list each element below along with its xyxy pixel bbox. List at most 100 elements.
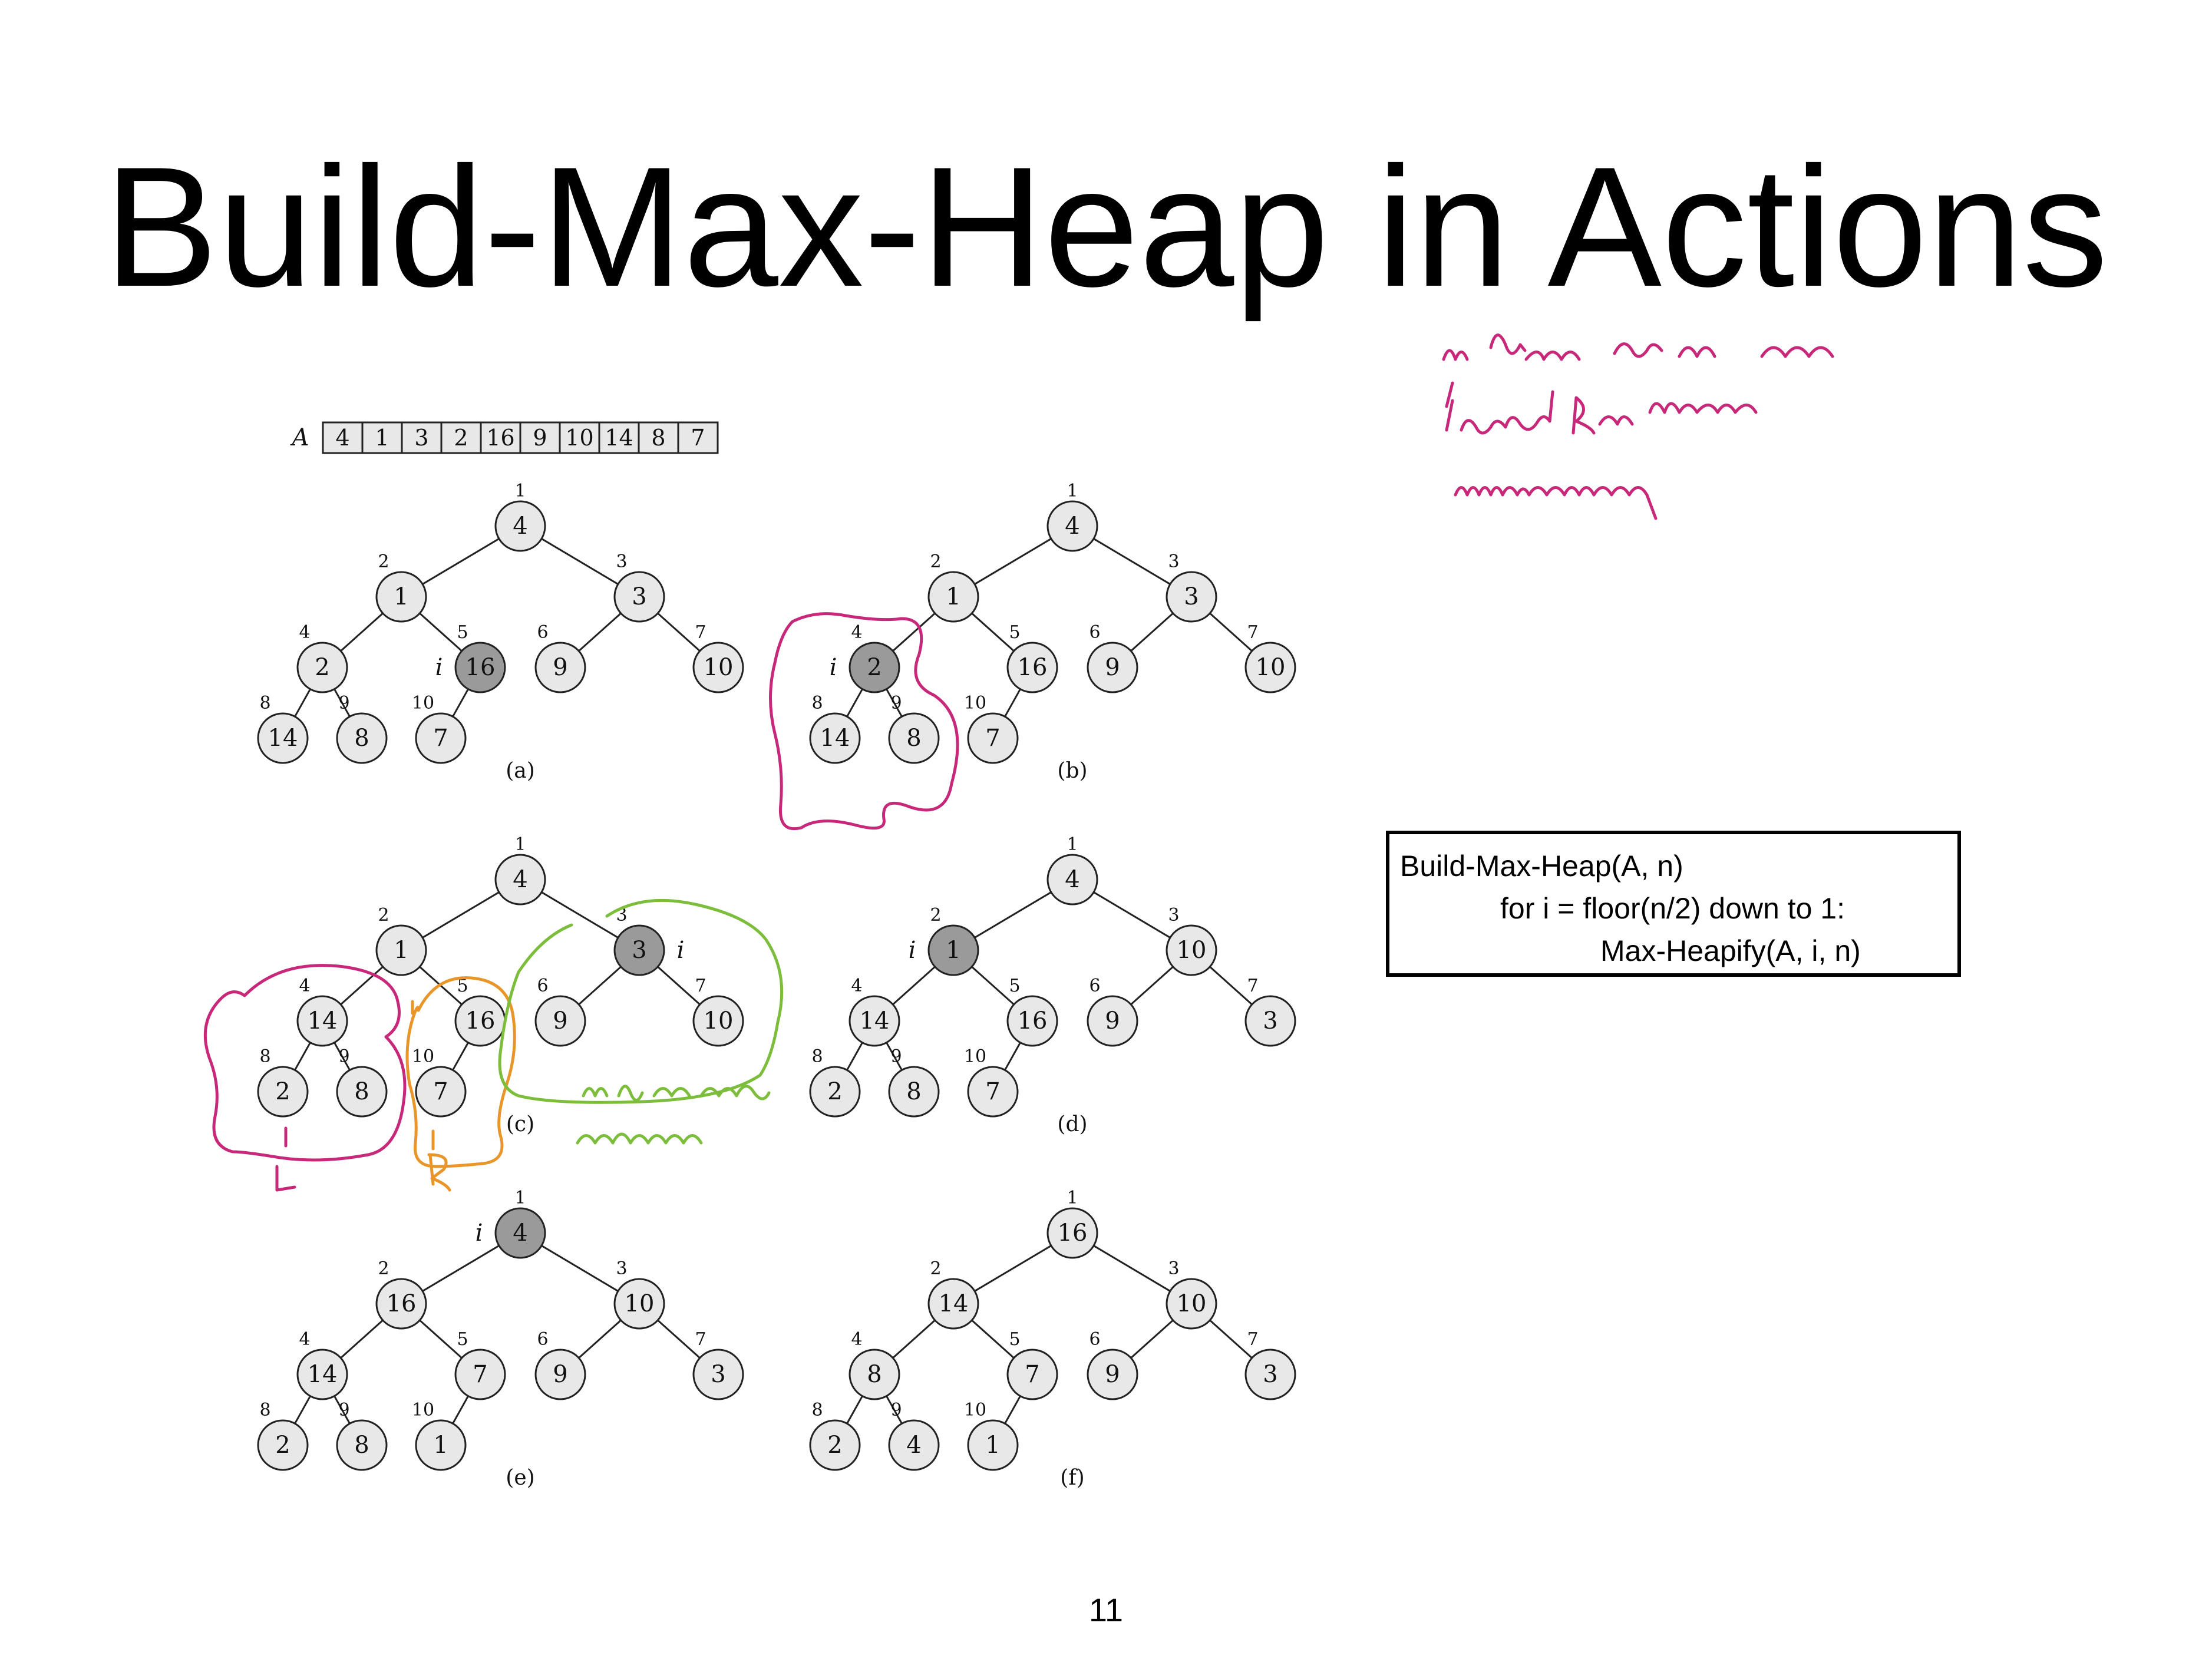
heap-node-value: 3: [632, 937, 646, 964]
heap-node-value: 4: [513, 513, 527, 540]
heap-node: [296, 995, 348, 1047]
heap-node-index: 1: [514, 834, 526, 855]
code-line-loop: for i = floor(n/2) down to 1:: [1500, 892, 1845, 925]
heap-node-value: 2: [867, 654, 882, 681]
heap-node-index: 8: [259, 693, 270, 713]
heap-node-value: 10: [625, 1290, 655, 1317]
heap-node-value: 14: [268, 725, 298, 752]
subtree-loop-c-right: [405, 976, 516, 1168]
heap-node-value: 4: [1065, 866, 1079, 893]
heap-node-index: 8: [259, 1400, 270, 1420]
tree-edge: [452, 1042, 469, 1071]
heap-node: [375, 924, 427, 976]
tree-edge: [1130, 966, 1174, 1006]
pointer-i-label: i: [909, 937, 916, 964]
heap-node-value: 16: [387, 1290, 417, 1317]
thai-note-line-2: [1445, 381, 1758, 435]
heap-node-value: 8: [354, 1432, 369, 1459]
heap-node: [1046, 1207, 1098, 1259]
tree-edge: [578, 966, 622, 1006]
heap-node-index: 2: [378, 905, 389, 926]
heap-node-index: 4: [299, 976, 310, 996]
tree-edge: [294, 1042, 311, 1071]
heap-node: [1046, 854, 1098, 905]
heap-node: [967, 712, 1019, 764]
tree-edge: [657, 1319, 701, 1359]
pointer-i-label: i: [677, 937, 685, 964]
heap-node: [415, 1419, 467, 1471]
tree-edge: [541, 1245, 619, 1292]
array-cell-value: 14: [605, 425, 633, 451]
heap-node-value: 7: [985, 1078, 1000, 1105]
heap-node-index: 2: [378, 1258, 389, 1279]
heap-node: [1046, 500, 1098, 552]
heap-node-index: 9: [890, 693, 902, 713]
tree-edge: [452, 1395, 469, 1425]
pointer-i-label: i: [435, 654, 443, 681]
heap-node-index: 2: [930, 905, 941, 926]
heap-node: [1244, 1349, 1296, 1400]
heap-node: [888, 1419, 940, 1471]
heap-node-value: 8: [906, 1078, 921, 1105]
heap-node-index: 10: [964, 693, 986, 713]
tree-edge: [971, 1319, 1015, 1359]
heap-node-index: 4: [851, 976, 862, 996]
heap-node: [927, 571, 979, 623]
heap-node-index: 5: [457, 976, 468, 996]
heap-node: [809, 712, 861, 764]
heap-node-index: 3: [1168, 1258, 1179, 1279]
heap-node-index: 3: [1168, 905, 1179, 926]
heap-node-index: 8: [811, 1046, 823, 1067]
tree-edge: [1209, 1319, 1253, 1359]
heap-node-value: 8: [906, 725, 921, 752]
heap-node: [257, 712, 309, 764]
heap-node-value: 16: [1058, 1220, 1088, 1247]
heap-node-value: 7: [473, 1361, 487, 1388]
heap-node: [415, 712, 467, 764]
heap-node: [336, 712, 388, 764]
heap-node-index: 4: [299, 1329, 310, 1350]
array-label: A: [290, 424, 309, 451]
heap-node-index: 5: [1009, 622, 1020, 643]
heap-node-index: 10: [412, 1400, 434, 1420]
panel-caption: (e): [506, 1466, 534, 1490]
tree-edge: [340, 1319, 384, 1359]
heap-node-index: 1: [514, 481, 526, 501]
array-cell-value: 2: [454, 425, 468, 451]
pseudocode-box: Build-Max-Heap(A, n) for i = floor(n/2) …: [1386, 831, 1961, 977]
heap-node-index: 6: [537, 976, 548, 996]
label-l: [275, 1126, 296, 1192]
code-line-call: Max-Heapify(A, i, n): [1600, 934, 1861, 967]
heap-node-index: 8: [259, 1046, 270, 1067]
heap-node-index: 9: [338, 693, 349, 713]
heap-node: [296, 1349, 348, 1400]
heap-node: [809, 1419, 861, 1471]
heap-node-index: 5: [1009, 976, 1020, 996]
heap-node-value: 16: [465, 654, 496, 681]
heap-node: [967, 1419, 1019, 1471]
heap-node-value: 10: [1177, 1290, 1207, 1317]
heap-node-value: 7: [1025, 1361, 1039, 1388]
heap-node-value: 2: [275, 1078, 290, 1105]
heap-node-value: 9: [1105, 654, 1120, 681]
heap-node-index: 9: [890, 1400, 902, 1420]
thai-note-line-3: [1454, 486, 1658, 520]
heap-node: [534, 642, 586, 693]
heap-node-value: 10: [704, 654, 734, 681]
heap-node-value: 4: [906, 1432, 921, 1459]
heap-node: [1166, 1278, 1217, 1330]
tree-edge: [846, 688, 863, 718]
heap-node-value: 10: [704, 1007, 734, 1035]
heap-node-value: 3: [1184, 583, 1199, 610]
heap-node-index: 7: [695, 622, 706, 643]
tree-edge: [892, 966, 936, 1006]
heap-node: [613, 571, 665, 623]
heap-node-current: [494, 1207, 546, 1259]
heap-node-value: 9: [553, 654, 567, 681]
heap-node-index: 4: [851, 622, 862, 643]
heap-node-value: 9: [1105, 1007, 1120, 1035]
